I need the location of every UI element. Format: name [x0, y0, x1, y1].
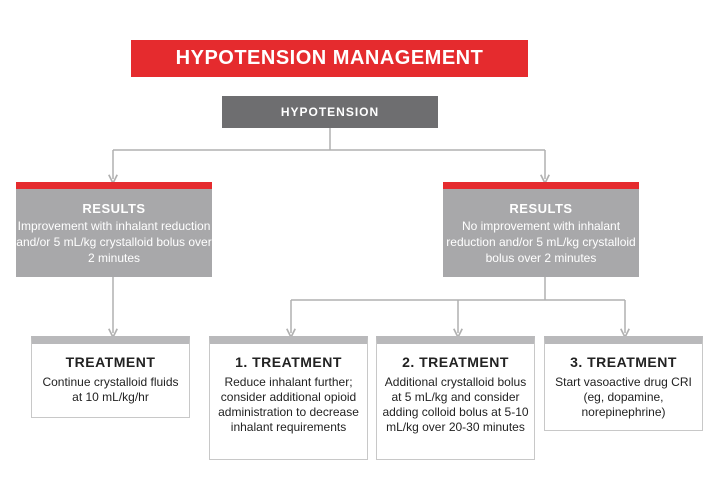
root-node-hypotension: HYPOTENSION [222, 96, 438, 128]
results-text: Improvement with inhalant reduction and/… [16, 219, 212, 265]
results-heading: RESULTS [509, 201, 573, 216]
results-text: No improvement with inhalant reduction a… [446, 219, 636, 265]
treatment-heading: 2. TREATMENT [402, 354, 509, 370]
results-box-no-improvement: RESULTS No improvement with inhalant red… [443, 182, 639, 277]
results-heading: RESULTS [82, 201, 146, 216]
treatment-box-3: 3. TREATMENT Start vasoactive drug CRI (… [544, 336, 703, 431]
title-banner: HYPOTENSION MANAGEMENT [131, 40, 528, 77]
treatment-text: Start vasoactive drug CRI (eg, dopamine,… [555, 375, 692, 419]
treatment-text: Continue crystalloid fluids at 10 mL/kg/… [42, 375, 179, 404]
results-box-improvement: RESULTS Improvement with inhalant reduct… [16, 182, 212, 277]
treatment-heading: 3. TREATMENT [570, 354, 677, 370]
treatment-box-continue-fluids: TREATMENT Continue crystalloid fluids at… [31, 336, 190, 418]
treatment-box-2: 2. TREATMENT Additional crystalloid bolu… [376, 336, 535, 460]
treatment-heading: 1. TREATMENT [235, 354, 342, 370]
treatment-heading: TREATMENT [65, 354, 156, 370]
treatment-box-1: 1. TREATMENT Reduce inhalant further; co… [209, 336, 368, 460]
treatment-text: Additional crystalloid bolus at 5 mL/kg … [382, 375, 529, 434]
treatment-text: Reduce inhalant further; consider additi… [218, 375, 359, 434]
